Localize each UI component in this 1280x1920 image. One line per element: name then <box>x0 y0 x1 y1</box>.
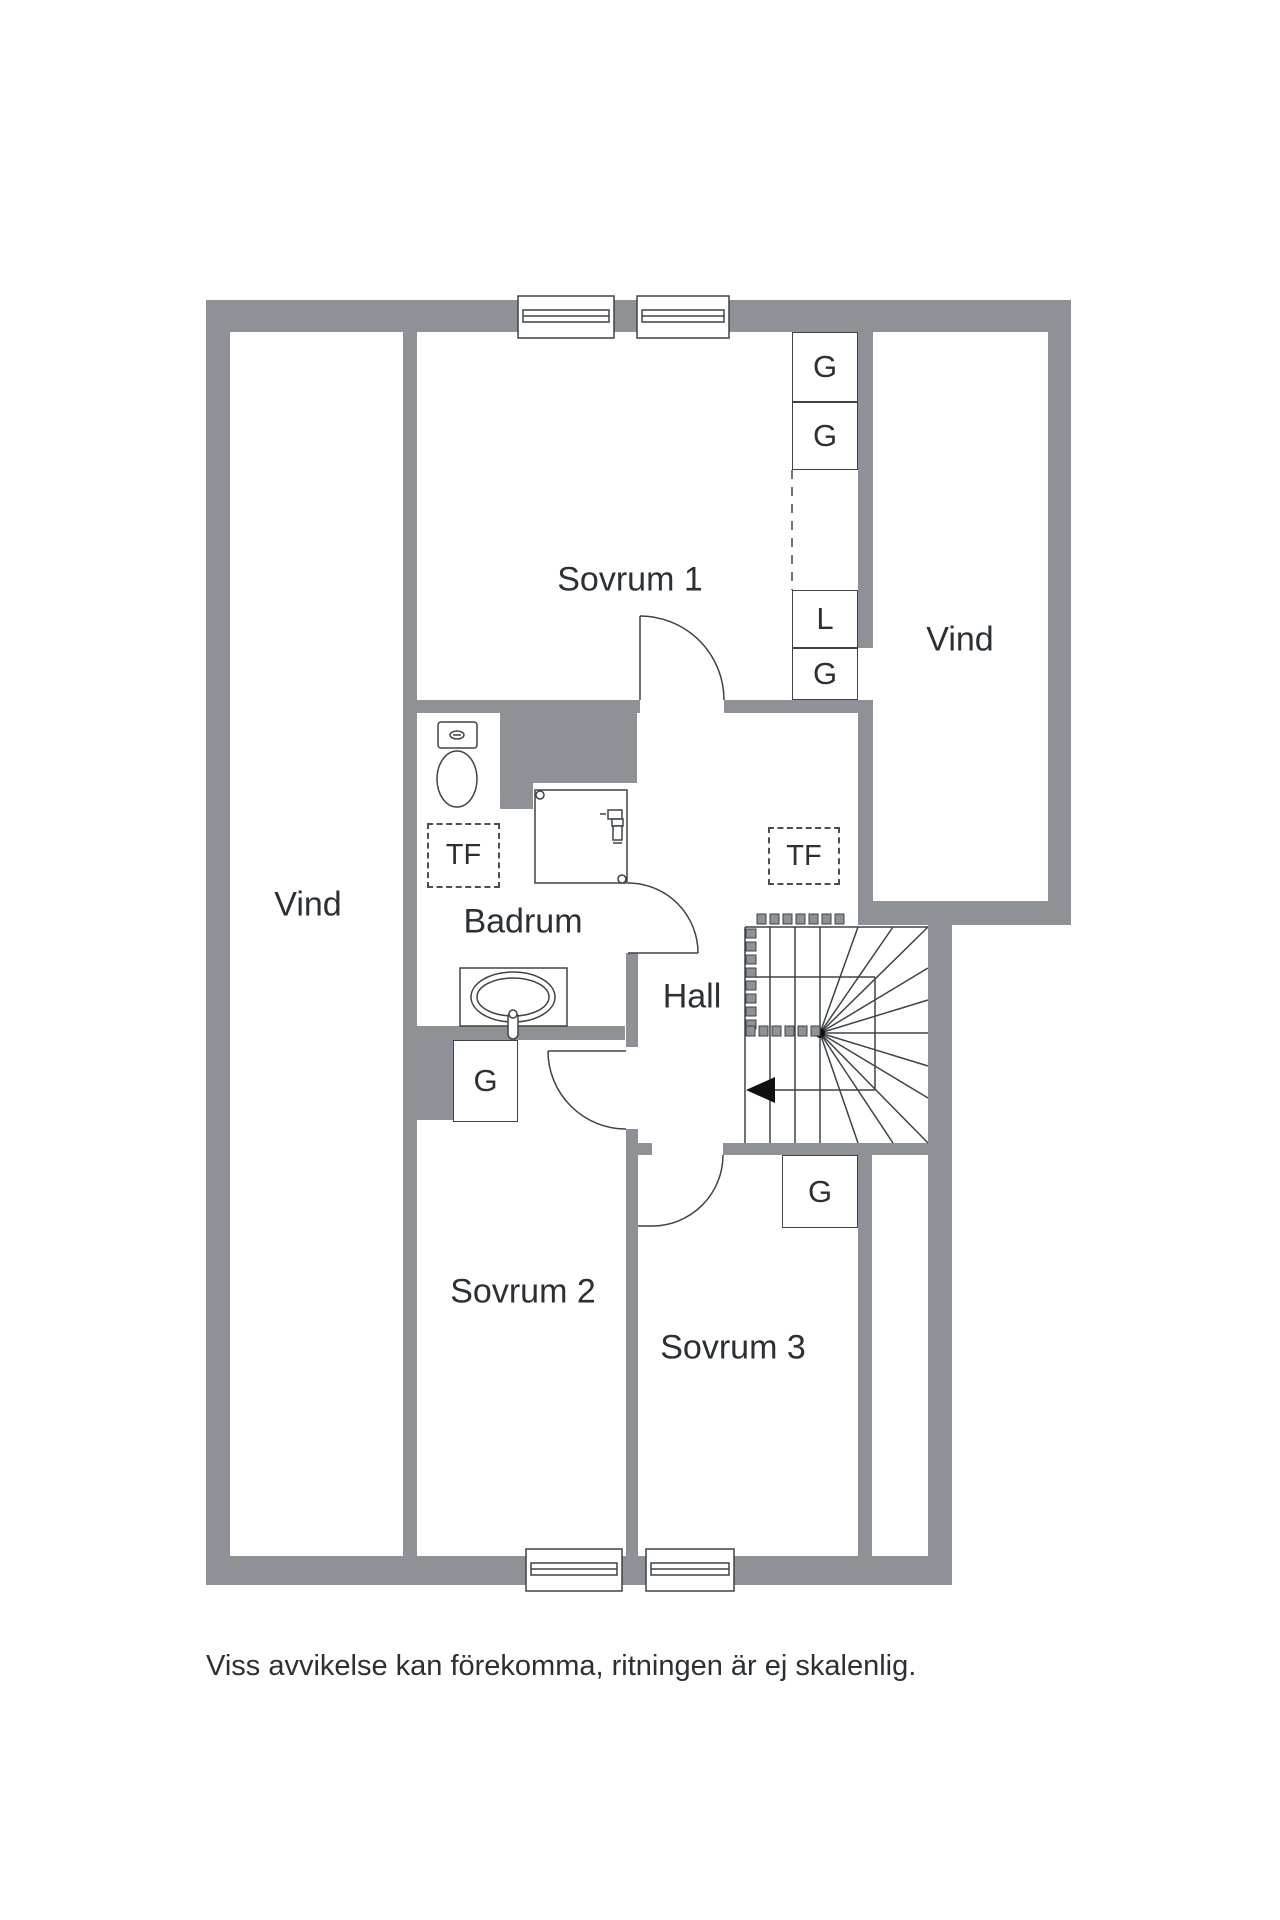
closet-sovrum3-g-label: G <box>807 1173 833 1209</box>
wall-chimney-block <box>417 1040 453 1120</box>
stair-direction-arrow-icon <box>746 1077 775 1103</box>
wall-vind-right-lower <box>858 700 873 901</box>
wall-vind-left-divider <box>403 332 417 1556</box>
vent-tf-hall: TF <box>768 827 840 885</box>
wall-bathroom-shaft-tab <box>500 783 533 809</box>
wall-outer-right-upper <box>1048 300 1071 925</box>
door-arc-sovrum2 <box>547 1050 627 1130</box>
closet-g3: G <box>792 648 858 700</box>
wall-below-stairs-right <box>723 1143 952 1155</box>
wall-sovrum1-bottom-left <box>417 700 640 713</box>
closet-g1-label: G <box>812 349 838 384</box>
door-arc-badrum <box>627 882 699 954</box>
wall-below-stairs-left <box>638 1143 652 1155</box>
window-icon-bottom-2 <box>645 1548 735 1592</box>
closet-g1: G <box>792 332 858 402</box>
wall-outer-right-lower <box>928 901 952 1585</box>
door-arc-sovrum3 <box>638 1154 724 1227</box>
closet-g2: G <box>792 402 858 470</box>
closet-sovrum2-g: G <box>453 1040 518 1122</box>
closet-g2-label: G <box>812 418 838 453</box>
room-label-badrum: Badrum <box>463 902 583 941</box>
room-label-sovrum1: Sovrum 1 <box>557 560 703 599</box>
closet-g3-label: G <box>812 656 838 691</box>
window-icon-bottom-1 <box>525 1548 623 1592</box>
disclaimer-text: Viss avvikelse kan förekomma, ritningen … <box>206 1650 917 1682</box>
wall-sovrum1-bottom-right <box>724 700 858 713</box>
vent-tf-badrum: TF <box>427 823 500 888</box>
wall-outer-left <box>206 300 230 1585</box>
vent-tf-badrum-label: TF <box>445 839 482 871</box>
room-label-sovrum3: Sovrum 3 <box>660 1328 806 1367</box>
wall-bathroom-bottom <box>417 1026 625 1040</box>
wall-sovrum3-right <box>858 1143 872 1556</box>
door-arc-sovrum1 <box>639 615 725 701</box>
room-label-vind-left: Vind <box>274 885 342 924</box>
closet-sovrum2-g-label: G <box>473 1063 498 1098</box>
wall-bathroom-shaft <box>500 713 637 783</box>
room-label-vind-right: Vind <box>926 620 994 659</box>
sink-icon <box>459 967 568 1040</box>
stairs <box>744 926 929 1144</box>
wall-hall-left-lower <box>626 1129 638 1155</box>
room-label-hall: Hall <box>662 977 722 1016</box>
room-label-sovrum2: Sovrum 2 <box>450 1272 596 1311</box>
window-icon-top-1 <box>517 295 615 339</box>
wall-hall-left-upper <box>626 953 638 1047</box>
vent-tf-hall-label: TF <box>786 839 822 872</box>
closet-l: L <box>792 590 858 648</box>
wall-sovrum2-sovrum3-divider <box>626 1155 638 1556</box>
window-icon-top-2 <box>636 295 730 339</box>
closet-sovrum3-g: G <box>782 1155 858 1228</box>
toilet-icon <box>436 721 478 808</box>
shower-head-icon <box>600 809 624 844</box>
wall-vind-right-upper <box>858 332 873 648</box>
shower-icon <box>534 789 628 884</box>
stair-railing <box>745 913 845 1037</box>
closet-l-label: L <box>816 601 834 636</box>
wall-vind-bottom <box>858 901 1071 925</box>
